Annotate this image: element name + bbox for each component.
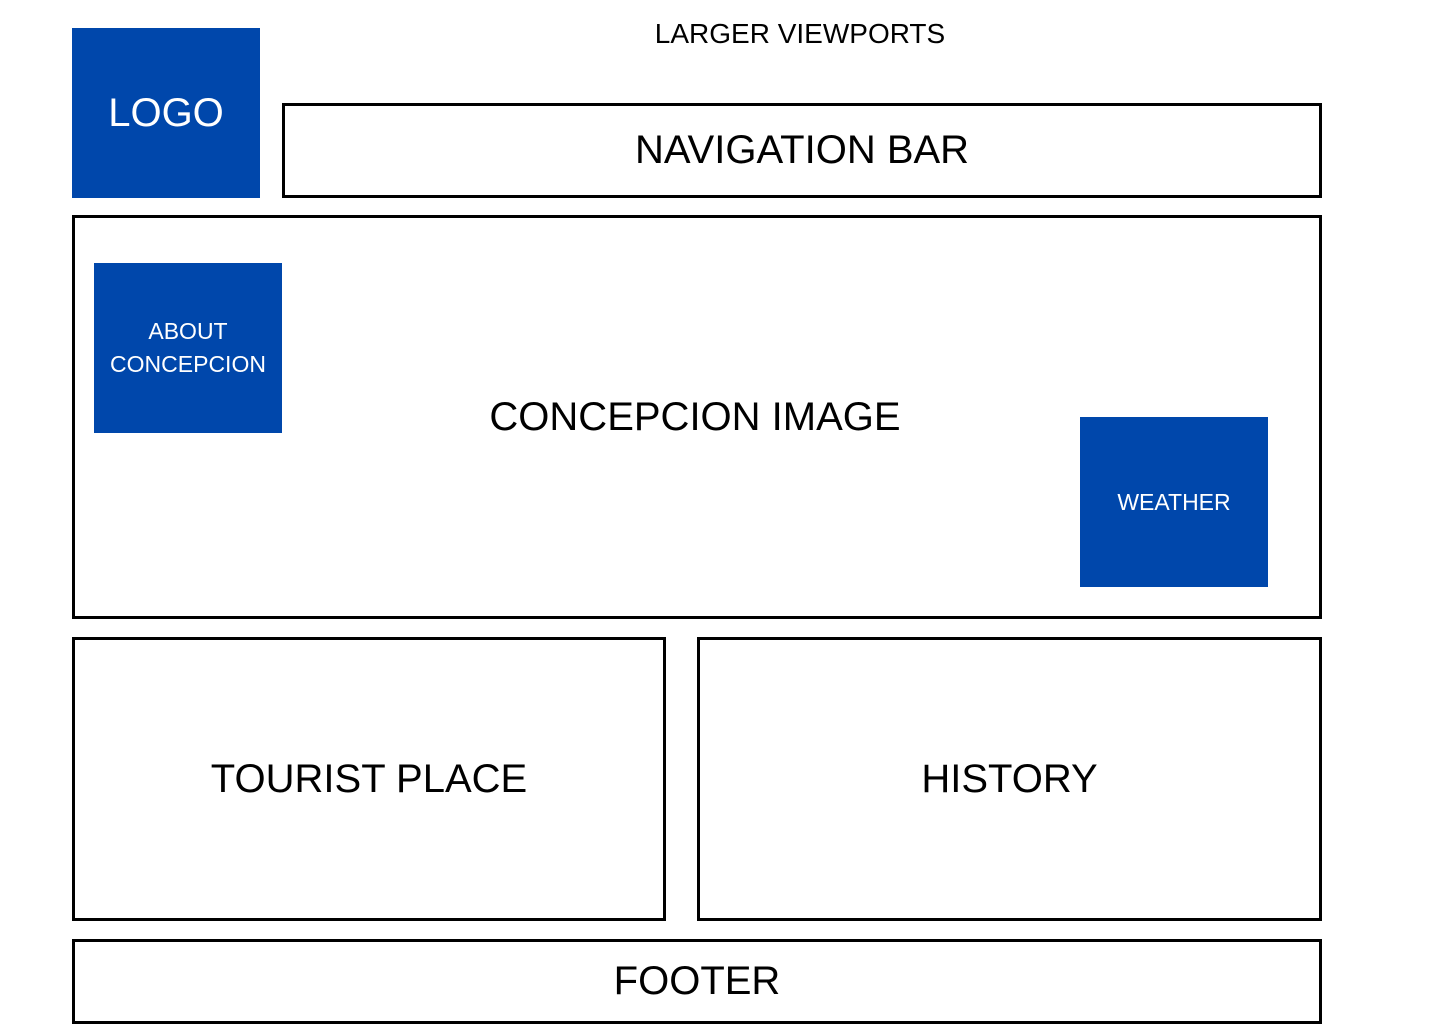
about-concepcion-label-line-2: CONCEPCION — [110, 351, 266, 377]
logo-label: LOGO — [108, 90, 224, 135]
concepcion-image-label: CONCEPCION IMAGE — [489, 394, 901, 439]
tourist-place-section[interactable]: TOURIST PLACE — [72, 637, 666, 921]
history-label: HISTORY — [921, 756, 1098, 801]
about-concepcion-block[interactable]: ABOUT CONCEPCION — [94, 263, 282, 433]
weather-block[interactable]: WEATHER — [1080, 417, 1268, 587]
weather-label: WEATHER — [1117, 488, 1231, 515]
tourist-place-label: TOURIST PLACE — [210, 756, 528, 801]
footer: FOOTER — [72, 939, 1322, 1024]
navigation-bar[interactable]: NAVIGATION BAR — [282, 103, 1322, 198]
footer-label: FOOTER — [613, 959, 781, 1003]
logo-block[interactable]: LOGO — [72, 28, 260, 198]
navigation-bar-label: NAVIGATION BAR — [634, 128, 970, 172]
history-section[interactable]: HISTORY — [697, 637, 1322, 921]
about-concepcion-label-line-1: ABOUT — [148, 318, 228, 344]
page-title: LARGER VIEWPORTS — [654, 18, 946, 49]
